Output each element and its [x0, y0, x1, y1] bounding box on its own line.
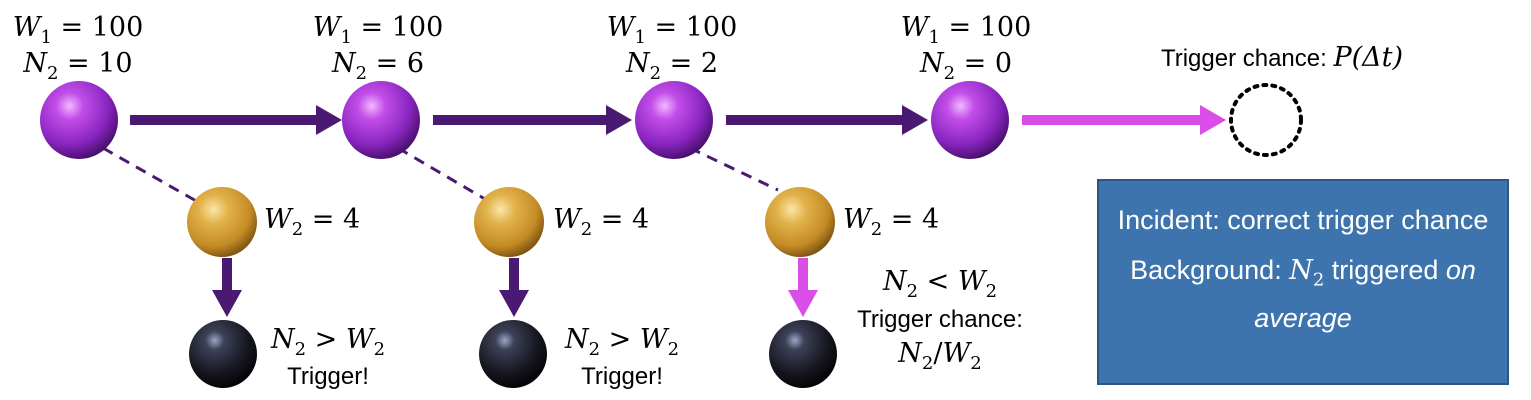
w2-label-3: W2 = 4: [843, 204, 939, 240]
gold-ball-3: [765, 187, 835, 257]
black-ball-1: [189, 320, 257, 388]
bottom-label-1: N2 > W2 Trigger!: [270, 324, 385, 390]
chain-arrow-3: [726, 105, 928, 135]
purple-ball-3: [635, 81, 713, 159]
info-incident-line: Incident: correct trigger chance: [1117, 205, 1489, 235]
w1-label: W1 = 100: [901, 12, 1032, 48]
w2-label-2: W2 = 4: [553, 204, 649, 240]
top-label-3: W1 = 100 N2 = 2: [607, 12, 738, 84]
trigger-text: Trigger!: [581, 363, 663, 390]
w1-label: W1 = 100: [313, 12, 444, 48]
trigger-chance-text: Trigger chance:: [857, 306, 1023, 333]
trigger-chance-label: Trigger chance: P(Δt): [1161, 42, 1403, 73]
n2-label: N2 = 2: [625, 48, 718, 84]
condition-label: N2 > W2: [564, 324, 679, 360]
condition-label: N2 > W2: [270, 324, 385, 360]
ratio-label: N2/W2: [897, 338, 981, 374]
n2-label: N2 = 10: [22, 48, 132, 84]
down-arrow-3: [788, 258, 818, 317]
purple-ball-4: [931, 81, 1009, 159]
chain-arrow-2: [433, 105, 632, 135]
bottom-label-3: N2 < W2 Trigger chance: N2/W2: [857, 266, 1023, 374]
info-background-line: Background: N2 triggered on average: [1130, 255, 1476, 334]
purple-ball-1: [40, 81, 118, 159]
top-label-2: W1 = 100 N2 = 6: [313, 12, 444, 84]
purple-ball-2: [342, 81, 420, 159]
chain-arrow-4: [1022, 105, 1226, 135]
w1-label: W1 = 100: [607, 12, 738, 48]
black-ball-3: [769, 320, 837, 388]
condition-label: N2 < W2: [882, 266, 997, 302]
dashed-link-2: [397, 146, 491, 204]
chain-arrow-1: [130, 105, 342, 135]
n2-label: N2 = 0: [919, 48, 1012, 84]
dashed-link-3: [689, 146, 779, 192]
black-ball-2: [479, 320, 547, 388]
down-arrow-1: [212, 258, 242, 317]
down-arrow-2: [499, 258, 529, 317]
gold-ball-2: [474, 187, 544, 257]
gold-ball-1: [187, 187, 257, 257]
trigger-text: Trigger!: [287, 363, 369, 390]
w1-label: W1 = 100: [13, 12, 144, 48]
dashed-link-1: [102, 146, 199, 204]
w2-label-1: W2 = 4: [264, 204, 360, 240]
dotted-target-circle: [1229, 83, 1303, 157]
n2-label: N2 = 6: [331, 48, 424, 84]
top-label-4: W1 = 100 N2 = 0: [901, 12, 1032, 84]
bottom-label-2: N2 > W2 Trigger!: [564, 324, 679, 390]
top-label-1: W1 = 100 N2 = 10: [13, 12, 144, 84]
info-box: Incident: correct trigger chance Backgro…: [1097, 179, 1509, 385]
